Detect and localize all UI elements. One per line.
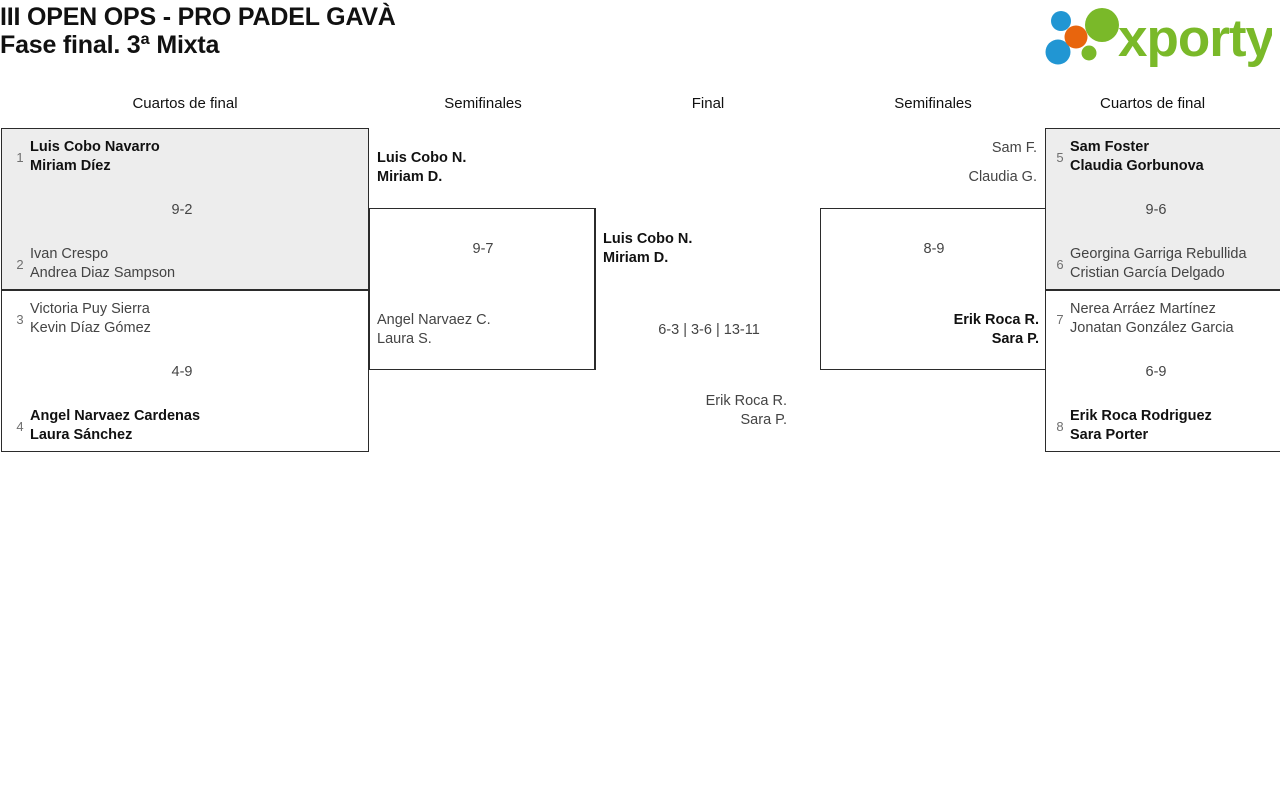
team-slot-seed3: 3 Victoria Puy Sierra Kevin Díaz Gómez (10, 300, 151, 338)
column-header-final: Final (691, 95, 725, 112)
team-slot-seed8: 8 Erik Roca Rodriguez Sara Porter (1050, 407, 1212, 445)
final-top-player2: Miriam D. (603, 250, 669, 266)
player-name: Sara P. (991, 331, 1039, 347)
seed-number: 4 (16, 418, 24, 434)
match-score: 9-7 (472, 241, 494, 257)
player-name: Ivan Crespo (30, 246, 109, 262)
team-slot-sf-right-bottom: Erik Roca R. Sara P. (821, 311, 1039, 349)
player-name: Erik Roca R. (953, 312, 1039, 328)
player-name: Jonatan González Garcia (1070, 320, 1234, 336)
final-bottom-player2: Sara P. (740, 412, 788, 428)
player-name: Miriam Díez (30, 158, 111, 174)
match-box-qf-right-1[interactable]: 5 Sam Foster Claudia Gorbunova 9-6 6 Geo… (1045, 128, 1280, 290)
team-slot-seed6: 6 Georgina Garriga Rebullida Cristian Ga… (1050, 245, 1247, 283)
match-score: 4-9 (171, 364, 193, 380)
team-slot-seed7: 7 Nerea Arráez Martínez Jonatan González… (1050, 300, 1234, 338)
seed-number: 2 (16, 256, 24, 272)
xporty-logo-icon: xporty (1045, 8, 1272, 68)
player-name: Kevin Díaz Gómez (30, 320, 151, 336)
seed-number: 8 (1056, 418, 1064, 434)
player-name: Andrea Diaz Sampson (30, 265, 176, 281)
match-box-sf-left[interactable]: 9-7 Angel Narvaez C. Laura S. (369, 208, 595, 370)
team-slot-seed5: 5 Sam Foster Claudia Gorbunova (1050, 138, 1204, 176)
sf-right-top-player2: Claudia G. (968, 169, 1037, 185)
final-top-player1: Luis Cobo N. (603, 231, 693, 247)
team-slot-seed2: 2 Ivan Crespo Andrea Diaz Sampson (10, 245, 175, 283)
match-score: 6-9 (1145, 364, 1167, 380)
match-box-qf-left-2[interactable]: 3 Victoria Puy Sierra Kevin Díaz Gómez 4… (1, 290, 369, 452)
sf-right-top-player1: Sam F. (991, 140, 1037, 156)
column-header-qf-right: Cuartos de final (1100, 95, 1206, 112)
seed-number: 7 (1056, 311, 1064, 327)
seed-number: 3 (16, 311, 24, 327)
player-name: Laura S. (377, 331, 432, 347)
player-name: Luis Cobo Navarro (30, 139, 160, 155)
match-score: 6-3 | 3-6 | 13-11 (658, 322, 760, 338)
column-header-sf-left: Semifinales (444, 95, 522, 112)
match-score: 9-2 (171, 202, 193, 218)
team-slot-seed4: 4 Angel Narvaez Cardenas Laura Sánchez (10, 407, 200, 445)
seed-number: 1 (16, 149, 24, 165)
svg-text:xporty: xporty (1118, 9, 1272, 68)
player-name: Angel Narvaez C. (377, 312, 491, 328)
xporty-logo[interactable]: xporty (1036, 4, 1272, 70)
match-score: 9-6 (1145, 202, 1167, 218)
team-slot-seed1: 1 Luis Cobo Navarro Miriam Díez (10, 138, 160, 176)
team-slot-sf-left-bottom: Angel Narvaez C. Laura S. (377, 311, 491, 349)
sf-left-top-player2: Miriam D. (377, 169, 443, 185)
player-name: Erik Roca Rodriguez (1070, 408, 1212, 424)
column-header-sf-right: Semifinales (894, 95, 972, 112)
seed-number: 6 (1056, 256, 1064, 272)
tournament-name: III OPEN OPS - PRO PADEL GAVÀ (0, 3, 396, 31)
final-bottom-player1: Erik Roca R. (705, 393, 787, 409)
tournament-phase: Fase final. 3ª Mixta (0, 31, 220, 59)
player-name: Sara Porter (1070, 427, 1149, 443)
player-name: Angel Narvaez Cardenas (30, 408, 201, 424)
player-name: Victoria Puy Sierra (30, 301, 150, 317)
player-name: Cristian García Delgado (1070, 265, 1225, 281)
match-box-final[interactable]: 6-3 | 3-6 | 13-11 (595, 208, 821, 370)
player-name: Georgina Garriga Rebullida (1070, 246, 1247, 262)
player-name: Laura Sánchez (30, 427, 133, 443)
match-score: 8-9 (923, 241, 945, 257)
match-box-qf-right-2[interactable]: 7 Nerea Arráez Martínez Jonatan González… (1045, 290, 1280, 452)
page-title: III OPEN OPS - PRO PADEL GAVÀ Fase final… (0, 0, 760, 59)
match-box-qf-left-1[interactable]: 1 Luis Cobo Navarro Miriam Díez 9-2 2 Iv… (1, 128, 369, 290)
column-header-qf-left: Cuartos de final (132, 95, 238, 112)
match-box-sf-right[interactable]: 8-9 Erik Roca R. Sara P. (820, 208, 1046, 370)
player-name: Sam Foster (1070, 139, 1149, 155)
player-name: Nerea Arráez Martínez (1070, 301, 1216, 317)
sf-left-top-player1: Luis Cobo N. (377, 150, 467, 166)
seed-number: 5 (1056, 149, 1064, 165)
player-name: Claudia Gorbunova (1070, 158, 1204, 174)
